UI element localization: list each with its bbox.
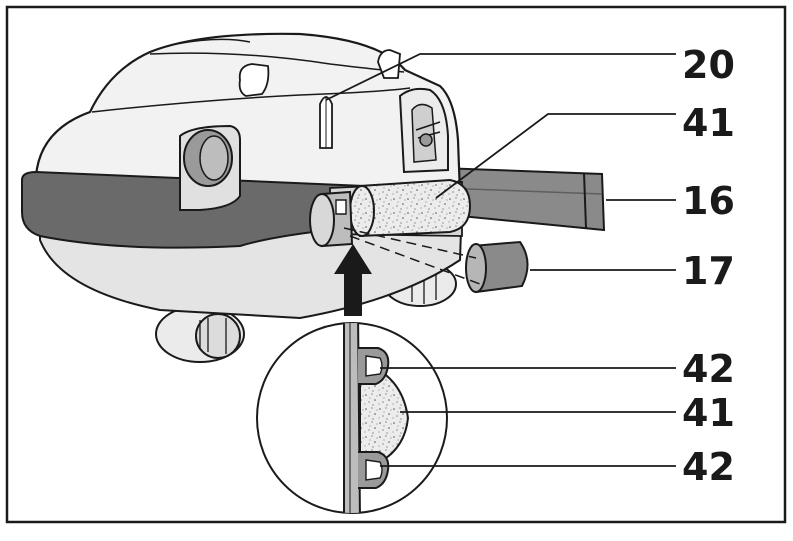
label-41-bottom: 41 bbox=[682, 391, 735, 435]
filter-41 bbox=[349, 178, 472, 238]
label-42-top: 42 bbox=[682, 347, 735, 391]
cover-17 bbox=[465, 240, 529, 294]
label-41-top: 41 bbox=[682, 101, 735, 145]
guide-line-dashed bbox=[343, 227, 481, 285]
leader-lines bbox=[325, 53, 676, 467]
label-42-bottom: 42 bbox=[682, 445, 735, 489]
label-17: 17 bbox=[682, 249, 735, 293]
filter-holder bbox=[309, 190, 354, 248]
label-20: 20 bbox=[682, 43, 735, 87]
label-16: 16 bbox=[682, 179, 735, 223]
insertion-arrow bbox=[334, 244, 372, 316]
